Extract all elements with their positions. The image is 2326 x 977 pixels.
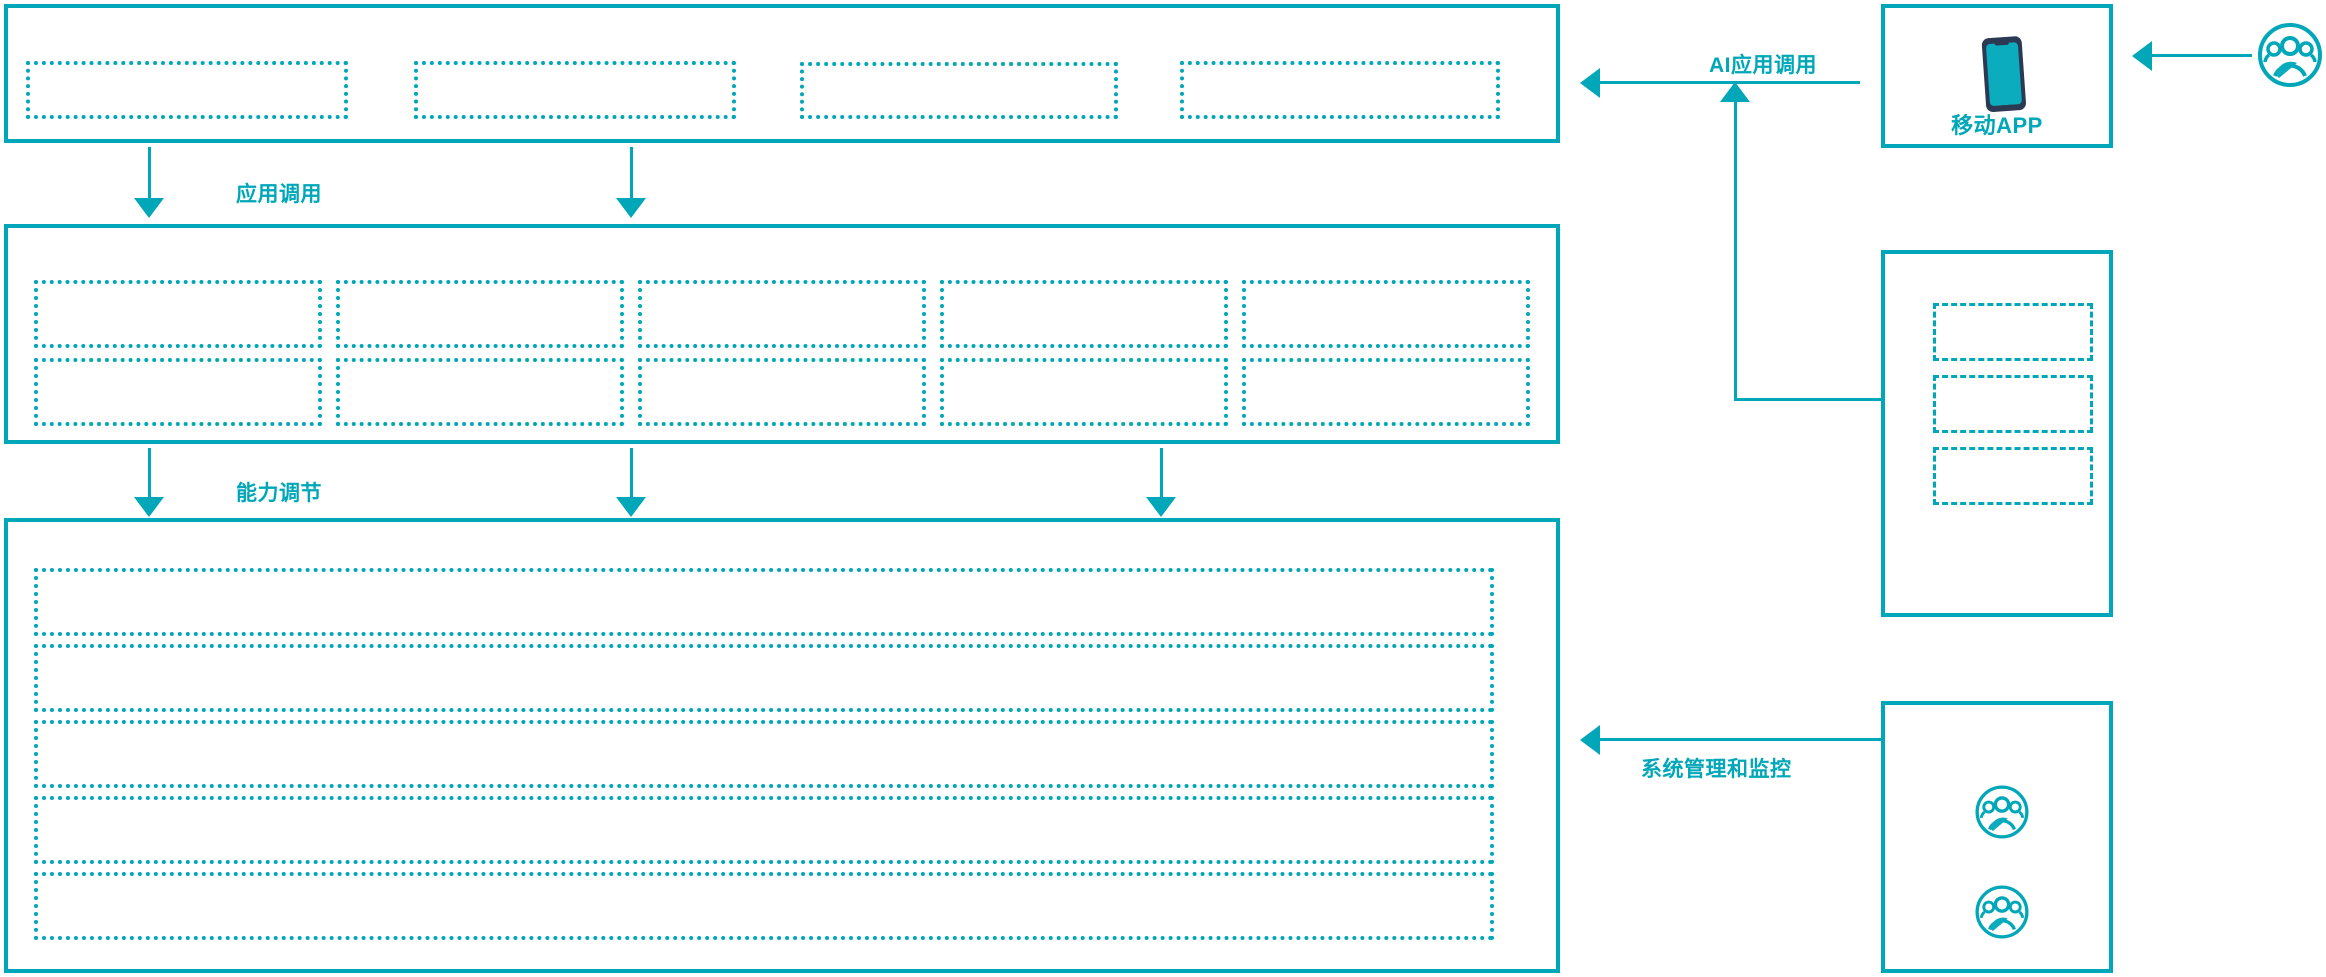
platform-row-4[interactable] bbox=[34, 796, 1494, 864]
users-icon bbox=[1973, 883, 2031, 946]
arrow-ai-app-invoke bbox=[1580, 68, 1600, 98]
backend-slot-2[interactable] bbox=[1933, 375, 2093, 433]
arrow-app-to-capability-2 bbox=[616, 198, 646, 218]
cap-slot-r2c5[interactable] bbox=[1242, 358, 1530, 426]
users-icon bbox=[2255, 20, 2325, 95]
connector-app-to-capability-1 bbox=[148, 147, 151, 201]
cap-slot-r1c1[interactable] bbox=[34, 280, 322, 348]
backend-slot-3[interactable] bbox=[1933, 447, 2093, 505]
cap-slot-r2c2[interactable] bbox=[336, 358, 624, 426]
connector-app-to-capability-2 bbox=[630, 147, 633, 201]
arrow-system-admin-monitor bbox=[1580, 725, 1600, 755]
platform-row-2[interactable] bbox=[34, 644, 1494, 712]
connector-system-admin-monitor bbox=[1600, 738, 1881, 741]
platform-row-1[interactable] bbox=[34, 568, 1494, 636]
app-slot-2[interactable] bbox=[414, 61, 736, 119]
app-slot-1[interactable] bbox=[26, 61, 348, 119]
cap-slot-r2c4[interactable] bbox=[940, 358, 1228, 426]
flow-system-admin-monitor-label: 系统管理和监控 bbox=[1641, 758, 1792, 781]
cap-slot-r1c3[interactable] bbox=[638, 280, 926, 348]
connector-external-actor-to-mobile-app bbox=[2152, 54, 2252, 57]
connector-backend-riser-vertical bbox=[1734, 100, 1737, 400]
arrow-capability-to-platform-2 bbox=[616, 497, 646, 517]
platform-row-3[interactable] bbox=[34, 720, 1494, 788]
cap-slot-r1c4[interactable] bbox=[940, 280, 1228, 348]
flow-ai-app-invoke-label: AI应用调用 bbox=[1709, 54, 1817, 77]
cap-slot-r1c5[interactable] bbox=[1242, 280, 1530, 348]
users-icon bbox=[1973, 783, 2031, 846]
arrow-external-actor-to-mobile-app bbox=[2132, 41, 2152, 71]
flow-app-invoke-label: 应用调用 bbox=[236, 183, 322, 206]
mobile-app-node-label: 移动APP bbox=[1951, 113, 2043, 138]
cap-slot-r2c3[interactable] bbox=[638, 358, 926, 426]
connector-capability-to-platform-3 bbox=[1160, 448, 1163, 500]
arrow-backend-riser bbox=[1720, 82, 1750, 102]
arrow-app-to-capability-1 bbox=[134, 198, 164, 218]
flow-capability-tune-label: 能力调节 bbox=[236, 482, 322, 505]
platform-row-5[interactable] bbox=[34, 872, 1494, 940]
connector-backend-riser-horizontal bbox=[1734, 398, 1882, 401]
cap-slot-r1c2[interactable] bbox=[336, 280, 624, 348]
connector-capability-to-platform-1 bbox=[148, 448, 151, 500]
connector-capability-to-platform-2 bbox=[630, 448, 633, 500]
backend-slot-1[interactable] bbox=[1933, 303, 2093, 361]
arrow-capability-to-platform-3 bbox=[1146, 497, 1176, 517]
app-slot-4[interactable] bbox=[1180, 61, 1500, 119]
cap-slot-r2c1[interactable] bbox=[34, 358, 322, 426]
app-slot-3[interactable] bbox=[800, 62, 1118, 119]
smartphone-icon bbox=[1980, 34, 2032, 121]
arrow-capability-to-platform-1 bbox=[134, 497, 164, 517]
